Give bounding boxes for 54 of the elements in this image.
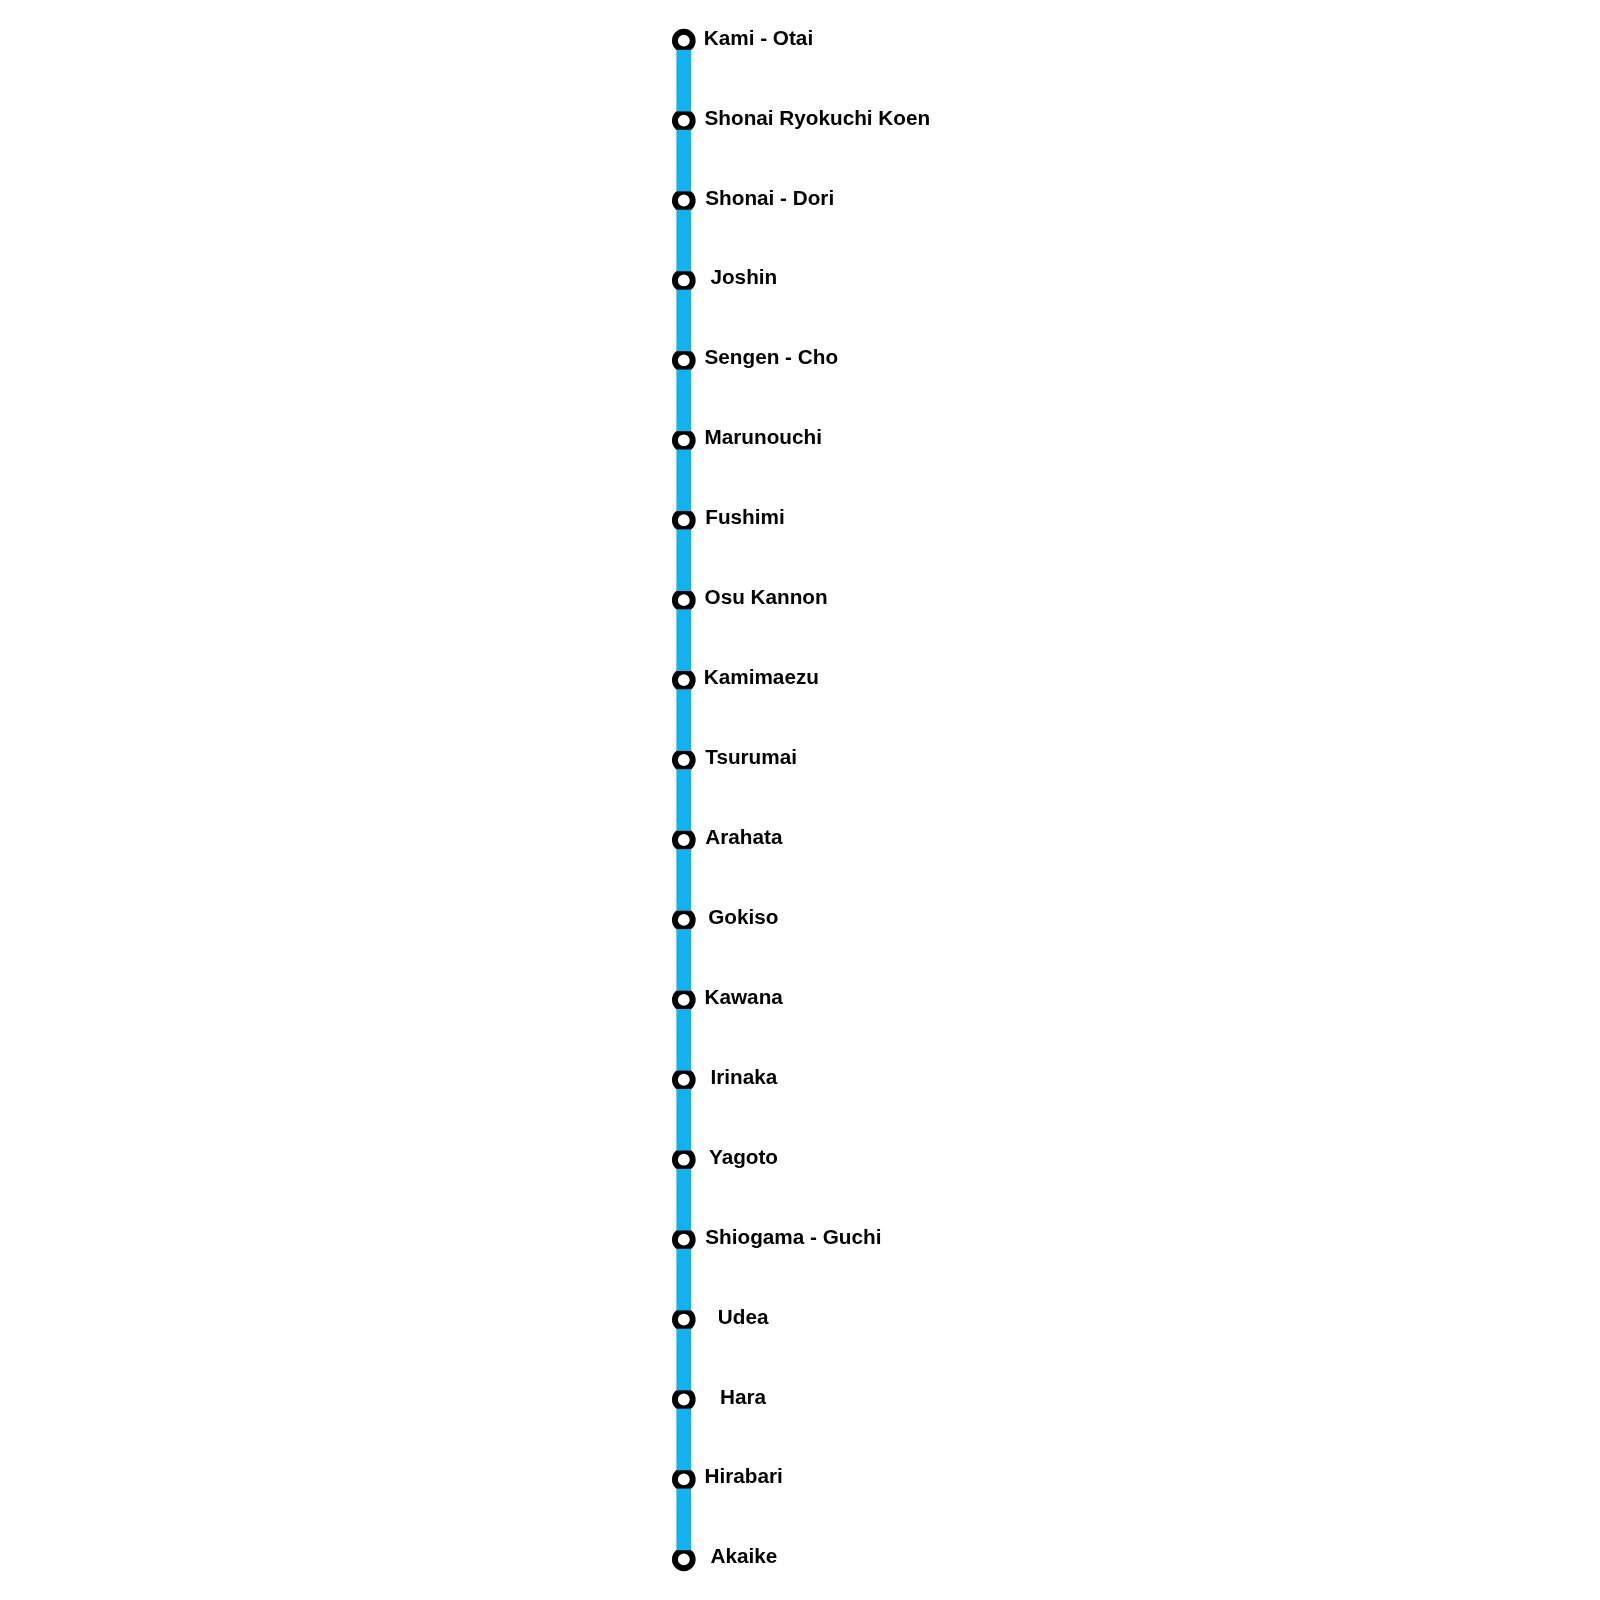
node-circle xyxy=(671,188,696,213)
node-label: Sengen - Cho xyxy=(704,345,839,369)
connector xyxy=(676,529,692,592)
connector xyxy=(676,1088,692,1151)
node-label: Irinaka xyxy=(710,1064,778,1088)
node-label: Shonai - Dori xyxy=(705,185,835,209)
connector xyxy=(676,449,692,512)
node-circle xyxy=(671,828,696,852)
connector xyxy=(676,289,692,352)
node-label: Udea xyxy=(717,1304,769,1328)
connector xyxy=(676,1168,692,1231)
node-circle xyxy=(671,1387,696,1412)
node-label: Osu Kannon xyxy=(704,585,828,609)
node-circle xyxy=(671,1307,696,1332)
node-circle xyxy=(671,108,696,133)
connector xyxy=(676,1408,692,1471)
node-label: Kawana xyxy=(704,984,783,1008)
connector xyxy=(676,49,692,112)
connector xyxy=(676,609,692,671)
node-label: Marunouchi xyxy=(704,425,822,449)
connector xyxy=(676,129,692,192)
node-label: Joshin xyxy=(710,265,778,289)
connector xyxy=(676,689,692,751)
connector xyxy=(676,1009,692,1071)
node-label: Shiogama - Guchi xyxy=(705,1224,882,1248)
node-circle xyxy=(671,908,696,932)
node-label: Fushimi xyxy=(705,505,785,529)
connector xyxy=(676,1328,692,1391)
node-label: Kamimaezu xyxy=(703,665,819,689)
connector xyxy=(676,849,692,911)
node-label: Arahata xyxy=(705,824,783,848)
node-label: Kami - Otai xyxy=(703,25,814,49)
node-circle xyxy=(671,1547,696,1572)
connector xyxy=(676,369,692,432)
node-circle xyxy=(671,268,696,293)
connector xyxy=(676,929,692,991)
node-circle xyxy=(671,988,696,1012)
connector xyxy=(676,1248,692,1311)
node-circle xyxy=(671,588,696,612)
node-circle xyxy=(671,668,696,692)
node-label: Hara xyxy=(720,1384,767,1408)
node-label: Tsurumai xyxy=(705,745,797,769)
node-circle xyxy=(671,1467,696,1492)
node-label: Gokiso xyxy=(708,904,779,928)
node-label: Hirabari xyxy=(704,1464,783,1488)
connector xyxy=(676,769,692,831)
node-label: Shonai Ryokuchi Koen xyxy=(704,105,931,129)
node-circle xyxy=(671,748,696,772)
node-circle xyxy=(671,28,696,53)
connector xyxy=(676,1488,692,1551)
node-label: Akaike xyxy=(710,1544,778,1568)
node-label: Yagoto xyxy=(708,1144,779,1168)
connector xyxy=(676,209,692,272)
node-circle xyxy=(671,348,696,373)
